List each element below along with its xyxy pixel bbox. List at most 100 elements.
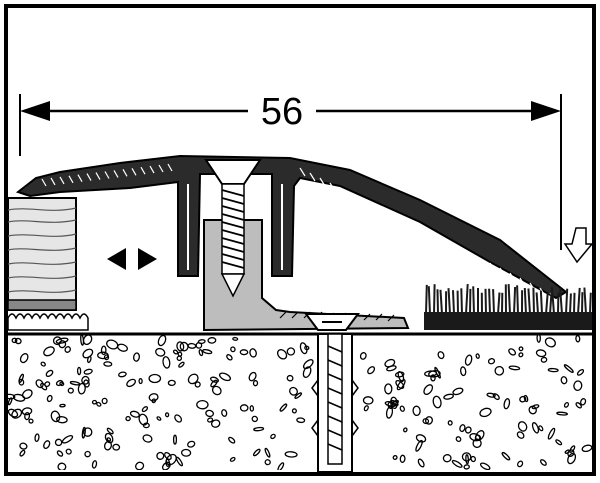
screw [204,159,262,298]
concrete-pebble [397,370,405,383]
concrete-pebble [286,347,296,356]
concrete-pebble [392,455,398,460]
profile-groove [469,252,476,262]
concrete-pebble [196,399,209,410]
concrete-pebble [21,407,33,416]
carpet-fiber [513,286,517,315]
profile-groove [479,257,486,267]
concrete-pebble [28,418,34,424]
profile-groove [399,217,406,227]
carpet-fiber [545,292,549,315]
concrete-pebble [519,395,527,403]
concrete-pebble [14,337,22,345]
concrete-pebble [540,356,548,363]
concrete-pebble [96,401,102,407]
concrete-pebble [118,371,127,378]
concrete-pebble [80,334,85,346]
concrete-pebble [187,373,199,385]
concrete-pebble [479,407,492,418]
concrete-pebble [148,393,159,402]
carpet-fiber [583,287,587,315]
profile-groove [329,182,336,192]
concrete-pebble [536,334,541,343]
concrete-pebble [156,416,162,421]
concrete-pebble [210,379,218,388]
carpet-fiber [527,288,531,315]
concrete-pebble [384,383,393,395]
concrete-pebble [45,369,54,378]
concrete-pebble [239,404,249,412]
dimension-56: 56 [19,91,562,250]
dimension-arrow-left [20,101,50,121]
carpet-fiber [551,288,555,315]
concrete-pebble [55,337,69,344]
concrete-pebble [141,406,149,413]
concrete-pebble [100,345,107,356]
concrete-pebble [451,459,463,468]
concrete-pebble [155,347,166,357]
concrete-pebble [517,460,524,468]
concrete-pebble [19,449,26,457]
profile-groove [86,173,92,181]
concrete-pebble [518,346,524,352]
concrete-pebble [385,406,394,419]
concrete-pebble [11,337,18,344]
carpet-fiber [433,284,436,315]
concrete-pebble [430,374,436,382]
profile-groove [449,242,456,252]
carpet-fiber [532,287,535,315]
concrete-pebble [508,365,521,371]
concrete-pebble [82,334,93,346]
concrete-pebble [197,339,206,345]
concrete-pebble [65,448,72,455]
concrete-pebble [573,380,583,392]
concrete-pebble [97,351,109,360]
concrete-pebble [576,369,585,376]
concrete-pebble [34,433,40,443]
concrete-pebble [151,398,157,404]
concrete-pebble [205,409,215,418]
profile-groove [359,197,366,207]
concrete-pebble [396,379,406,391]
concrete-pebble [531,422,540,434]
concrete-pebble [56,416,68,424]
concrete-pebble [157,334,167,347]
profile-groove [77,174,83,182]
profile-groove [158,164,164,173]
concrete-pebble [359,352,367,360]
concrete-pebble [475,353,480,359]
concrete-pebble [390,399,399,407]
dimension-arrow-right [531,101,561,121]
concrete-pebble [465,454,469,465]
concrete-pebble [463,464,470,470]
concrete-pebble [40,361,46,367]
concrete-pebble [494,365,505,376]
concrete-pebble [46,394,53,403]
concrete-pebble [207,337,217,344]
carpet-fiber [460,288,463,315]
down-arrow-icon [563,227,594,264]
concrete-pebble [112,443,121,451]
concrete-pebble [556,411,569,416]
concrete-pebble [367,366,376,375]
concrete-pebble [538,425,544,432]
profile-groove [459,247,466,257]
concrete-pebble [117,343,128,352]
carpet-fiber [523,287,527,315]
profile-groove [499,267,506,277]
concrete-pebble [129,410,140,418]
concrete-pebble [164,451,172,461]
profile-groove [319,177,326,187]
concrete-subfloor [8,332,592,470]
concrete-pebble [64,346,71,353]
profile-groove [409,222,416,232]
profile-groove [95,172,101,180]
concrete-pebble [302,359,314,370]
concrete-pebble [390,399,399,407]
carpet-fiber [539,290,543,315]
concrete-pebble [194,381,201,388]
concrete-pebble [472,438,482,449]
concrete-pebble [486,392,496,398]
concrete-pebble [464,354,473,366]
carpet-fiber [569,293,572,315]
